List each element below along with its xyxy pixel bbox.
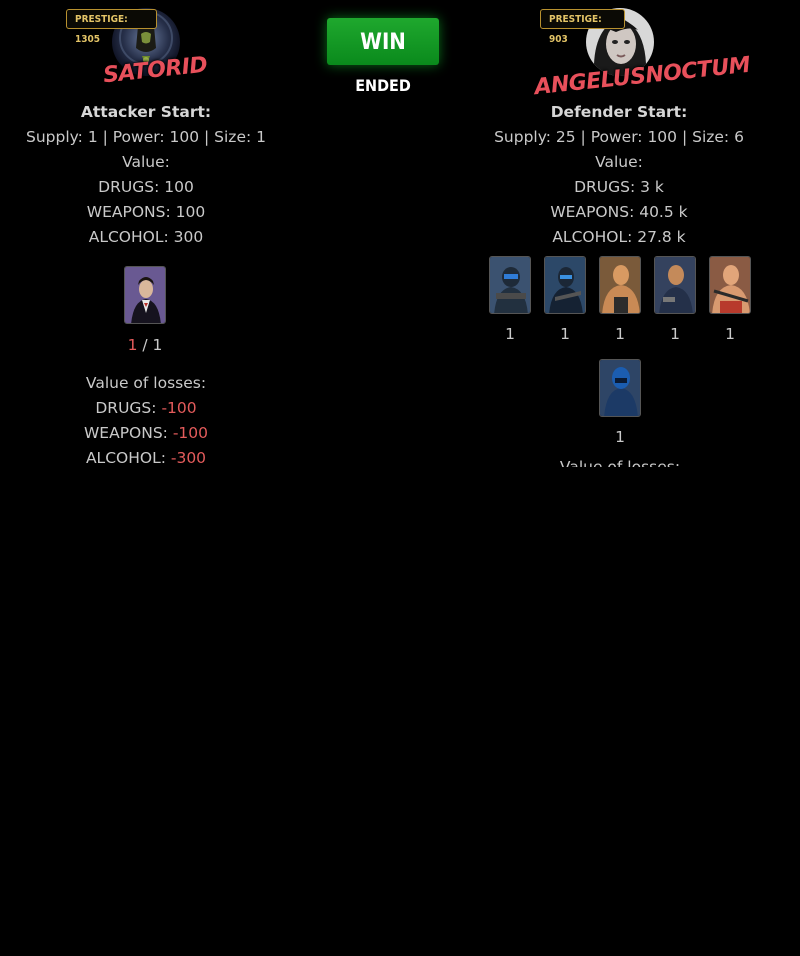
- attacker-loss-alcohol: ALCOHOL: -300: [0, 446, 292, 471]
- attacker-loss-weapons-value: -100: [172, 424, 209, 442]
- defender-stats: Supply: 25 | Power: 100 | Size: 6: [494, 128, 744, 146]
- win-result-button[interactable]: WIN: [327, 18, 439, 65]
- attacker-loss-weapons-label: WEAPONS:: [83, 424, 173, 442]
- attacker-losses-panel: Value of losses: DRUGS: -100 WEAPONS: -1…: [0, 371, 292, 471]
- defender-drugs: DRUGS: 3 k: [574, 178, 664, 196]
- attacker-panel: Attacker Start: Supply: 1 | Power: 100 |…: [0, 100, 292, 250]
- defender-lost-unit-count: 1: [615, 428, 625, 446]
- defender-unit-count-1: 1: [505, 325, 515, 343]
- attacker-loss-drugs: DRUGS: -100: [0, 396, 292, 421]
- defender-alcohol: ALCOHOL: 27.8 k: [552, 228, 686, 246]
- attacker-alcohol: ALCOHOL: 300: [88, 228, 204, 246]
- attacker-unit-total: 1: [152, 336, 163, 354]
- defender-unit-bald-brawler[interactable]: [599, 256, 641, 314]
- defender-unit-count-2: 1: [560, 325, 570, 343]
- attacker-unit-separator: /: [137, 336, 153, 354]
- attacker-loss-weapons: WEAPONS: -100: [0, 421, 292, 446]
- defender-start-title: Defender Start:: [550, 103, 688, 121]
- defender-unit-count-4: 1: [670, 325, 680, 343]
- attacker-stats: Supply: 1 | Power: 100 | Size: 1: [25, 128, 266, 146]
- defender-panel: Defender Start: Supply: 25 | Power: 100 …: [474, 100, 764, 250]
- defender-losses-title-partial: Value of losses:: [559, 458, 681, 467]
- attacker-loss-alcohol-label: ALCOHOL:: [85, 449, 171, 467]
- attacker-loss-drugs-value: -100: [161, 399, 197, 417]
- defender-lost-unit-card[interactable]: [599, 359, 641, 417]
- attacker-start-title: Attacker Start:: [80, 103, 212, 121]
- defender-unit-bald-gunman[interactable]: [654, 256, 696, 314]
- attacker-unit-count: 1 / 1: [110, 334, 180, 356]
- defender-weapons: WEAPONS: 40.5 k: [550, 203, 688, 221]
- defender-value-title: Value:: [595, 153, 643, 171]
- attacker-value-title: Value:: [122, 153, 170, 171]
- attacker-unit-card[interactable]: [124, 266, 166, 324]
- attacker-losses-title: Value of losses:: [85, 374, 207, 392]
- attacker-prestige-badge: PRESTIGE: 1305: [66, 9, 157, 45]
- attacker-unit-alive: 1: [127, 336, 138, 354]
- defender-prestige-badge: PRESTIGE: 903: [540, 9, 625, 45]
- defender-unit-count-5: 1: [725, 325, 735, 343]
- attacker-drugs: DRUGS: 100: [98, 178, 194, 196]
- battle-status: ENDED: [355, 76, 411, 95]
- attacker-loss-drugs-label: DRUGS:: [95, 399, 162, 417]
- attacker-weapons: WEAPONS: 100: [86, 203, 206, 221]
- defender-unit-tactical-gunman[interactable]: [544, 256, 586, 314]
- defender-unit-chained-fighter[interactable]: [709, 256, 751, 314]
- attacker-loss-alcohol-value: -300: [170, 449, 207, 467]
- defender-avatar[interactable]: [586, 8, 654, 76]
- defender-unit-armored-soldier[interactable]: [489, 256, 531, 314]
- defender-unit-count-3: 1: [615, 325, 625, 343]
